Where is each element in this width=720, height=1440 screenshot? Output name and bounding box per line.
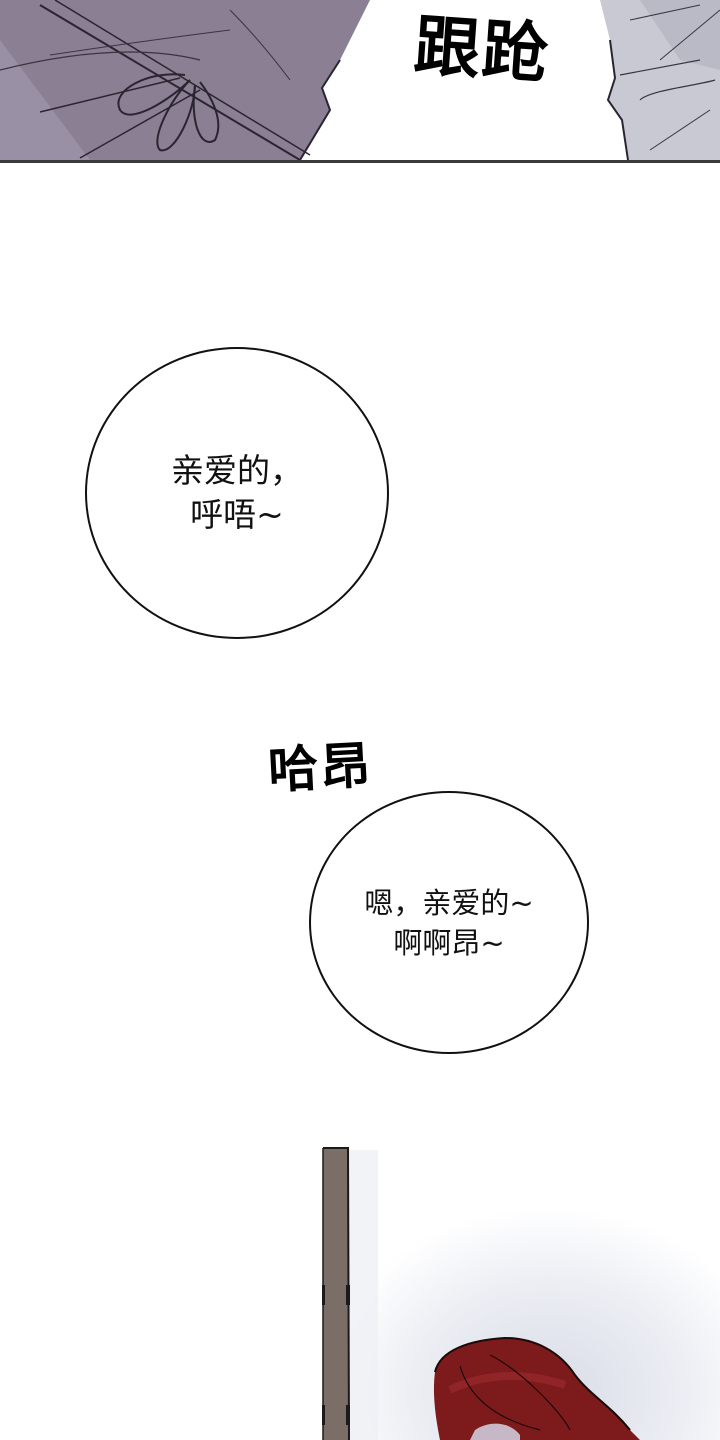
bottom-comic-panel bbox=[0, 1130, 720, 1440]
top-comic-panel: 跟跄 bbox=[0, 0, 720, 163]
clothing-illustration bbox=[0, 0, 720, 160]
sound-effect-stagger: 跟跄 bbox=[411, 6, 553, 94]
sound-effect-moan: 哈昂 bbox=[266, 736, 374, 800]
speech-bubble-text: 嗯，亲爱的~ 啊啊昂~ bbox=[364, 885, 534, 960]
door-and-figure-illustration bbox=[322, 1130, 720, 1440]
speech-bubble-1: 亲爱的， 呼唔~ bbox=[85, 347, 389, 639]
speech-bubble-2: 嗯，亲爱的~ 啊啊昂~ bbox=[309, 791, 589, 1054]
speech-bubble-text: 亲爱的， 呼唔~ bbox=[171, 451, 303, 534]
